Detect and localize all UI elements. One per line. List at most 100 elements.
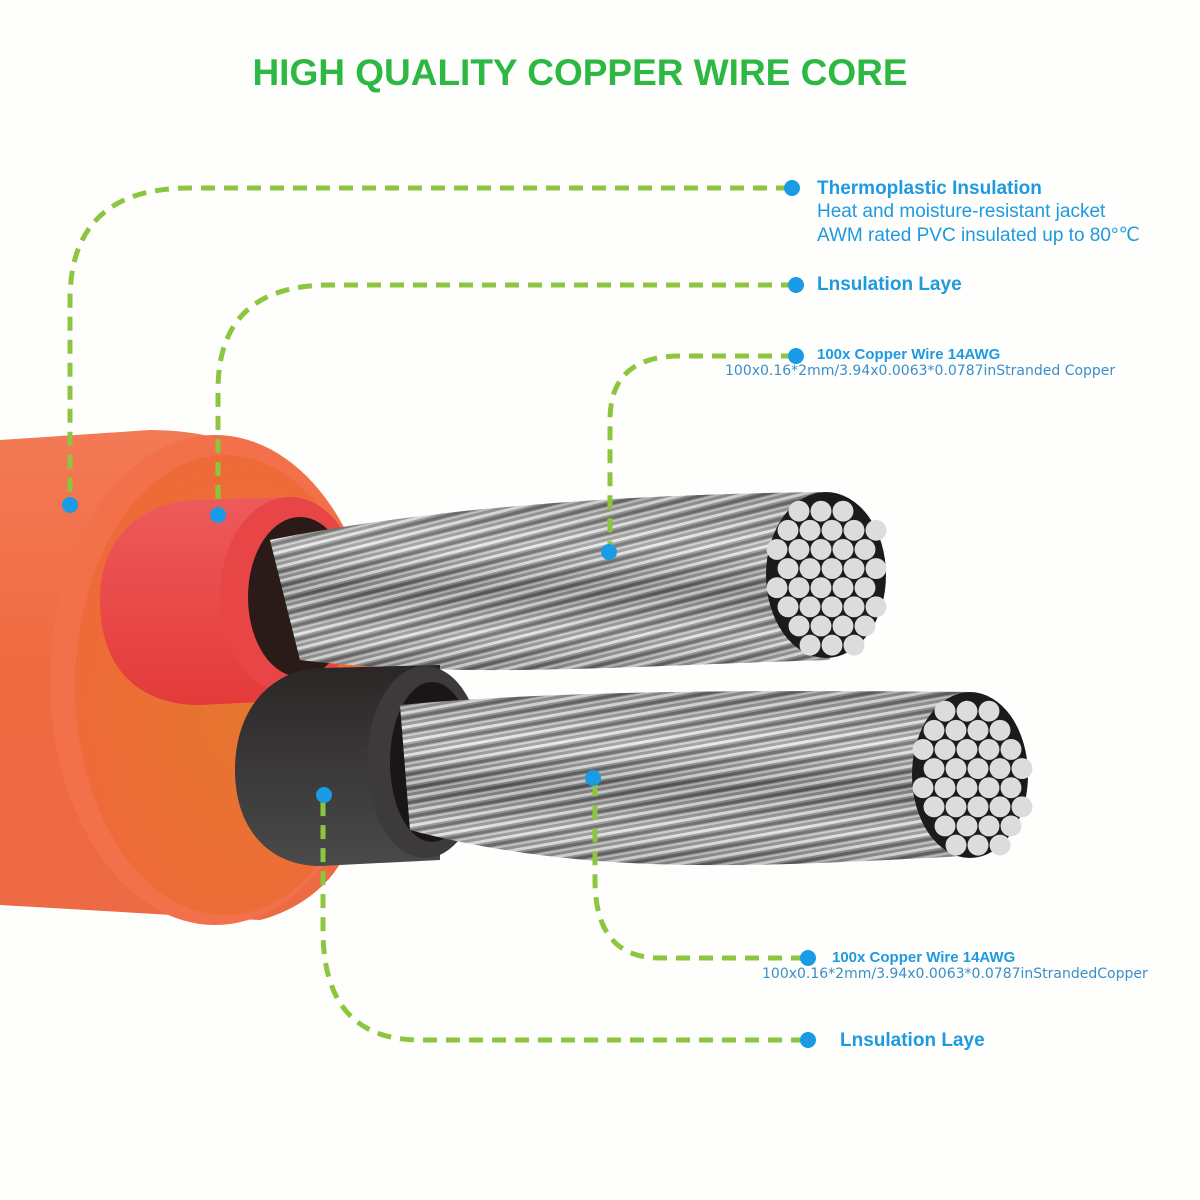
- strand-end: [810, 538, 832, 560]
- bottom-copper-strands: [400, 691, 1033, 866]
- strand-end: [923, 719, 945, 741]
- dot-copper-bottom-start: [585, 770, 601, 786]
- strand-end: [821, 519, 843, 541]
- dot-insulation-top-end: [788, 277, 804, 293]
- strand-end: [832, 577, 854, 599]
- top-copper-strands: [270, 492, 887, 671]
- strand-end: [934, 815, 956, 837]
- strand-end: [766, 577, 788, 599]
- strand-end: [810, 500, 832, 522]
- strand-end: [967, 834, 989, 856]
- strand-end: [799, 596, 821, 618]
- strand-end: [934, 738, 956, 760]
- callout-spec: 100x0.16*2mm/3.94x0.0063*0.0787inStrande…: [762, 966, 1148, 982]
- strand-end: [945, 758, 967, 780]
- strand-end: [843, 519, 865, 541]
- dot-insulation-top-start: [210, 507, 226, 523]
- callout-heading: Thermoplastic Insulation: [817, 178, 1042, 199]
- dot-copper-top-start: [601, 544, 617, 560]
- strand-end: [945, 719, 967, 741]
- strand-end: [1000, 815, 1022, 837]
- strand-end: [934, 777, 956, 799]
- dot-insulation-bottom-end: [800, 1032, 816, 1048]
- strand-end: [1000, 738, 1022, 760]
- strand-end: [912, 777, 934, 799]
- strand-end: [799, 634, 821, 656]
- strand-end: [854, 615, 876, 637]
- strand-end: [865, 519, 887, 541]
- strand-end: [821, 558, 843, 580]
- strand-end: [788, 577, 810, 599]
- strand-end: [821, 596, 843, 618]
- strand-end: [810, 615, 832, 637]
- strand-end: [854, 538, 876, 560]
- strand-end: [1011, 758, 1033, 780]
- page-title: HIGH QUALITY COPPER WIRE CORE: [252, 52, 908, 93]
- strand-end: [989, 834, 1011, 856]
- dot-copper-bottom-end: [800, 950, 816, 966]
- strand-end: [788, 500, 810, 522]
- strand-end: [956, 815, 978, 837]
- strand-end: [967, 796, 989, 818]
- strand-end: [912, 738, 934, 760]
- strand-end: [832, 500, 854, 522]
- strand-end: [788, 538, 810, 560]
- strand-end: [788, 615, 810, 637]
- strand-end: [989, 758, 1011, 780]
- callout-heading: 100x Copper Wire 14AWG: [817, 346, 1001, 363]
- strand-end: [945, 834, 967, 856]
- strand-end: [777, 596, 799, 618]
- strand-end: [967, 719, 989, 741]
- callout-heading: 100x Copper Wire 14AWG: [832, 949, 1016, 966]
- strand-end: [956, 738, 978, 760]
- strand-end: [865, 558, 887, 580]
- strand-end: [821, 634, 843, 656]
- strand-end: [956, 777, 978, 799]
- dot-thermoplastic-start: [62, 497, 78, 513]
- strand-end: [843, 596, 865, 618]
- strand-end: [854, 577, 876, 599]
- leader-copper-top: [607, 353, 795, 552]
- dot-copper-top-end: [788, 348, 804, 364]
- callout-insulation-layer-bottom: Lnsulation Laye: [840, 1030, 985, 1052]
- callout-heading: Lnsulation Laye: [840, 1030, 985, 1051]
- callout-dots: [62, 180, 816, 1048]
- strand-end: [832, 615, 854, 637]
- strand-end: [799, 519, 821, 541]
- dot-insulation-bottom-start: [316, 787, 332, 803]
- strand-end: [810, 577, 832, 599]
- strand-end: [945, 796, 967, 818]
- strand-end: [978, 700, 1000, 722]
- strand-end: [1011, 796, 1033, 818]
- leader-insulation-bottom: [320, 795, 805, 1043]
- strand-end: [799, 558, 821, 580]
- strand-end: [843, 558, 865, 580]
- strand-end: [978, 777, 1000, 799]
- strand-end: [766, 538, 788, 560]
- strand-end: [832, 538, 854, 560]
- strand-end: [956, 700, 978, 722]
- strand-end: [989, 719, 1011, 741]
- strand-end: [989, 796, 1011, 818]
- strand-end: [777, 558, 799, 580]
- strand-end: [843, 634, 865, 656]
- leader-lines: [67, 185, 805, 1043]
- dot-thermoplastic-end: [784, 180, 800, 196]
- leader-copper-bottom: [592, 778, 805, 961]
- callout-line: Heat and moisture-resistant jacket: [817, 201, 1106, 222]
- strand-end: [978, 738, 1000, 760]
- leader-thermoplastic: [67, 185, 790, 503]
- strand-end: [923, 758, 945, 780]
- strand-end: [777, 519, 799, 541]
- callout-copper-wire-bottom: 100x Copper Wire 14AWG 100x0.16*2mm/3.94…: [762, 949, 1148, 982]
- callout-copper-wire-top: 100x Copper Wire 14AWG 100x0.16*2mm/3.94…: [725, 346, 1115, 379]
- callout-spec: 100x0.16*2mm/3.94x0.0063*0.0787inStrande…: [725, 363, 1116, 379]
- leader-insulation-top: [215, 282, 795, 513]
- strand-end: [967, 758, 989, 780]
- callout-thermoplastic-insulation: Thermoplastic Insulation Heat and moistu…: [817, 178, 1140, 248]
- callout-line: AWM rated PVC insulated up to 80°℃: [817, 225, 1140, 246]
- strand-end: [865, 596, 887, 618]
- strand-end: [934, 700, 956, 722]
- strand-end: [1000, 777, 1022, 799]
